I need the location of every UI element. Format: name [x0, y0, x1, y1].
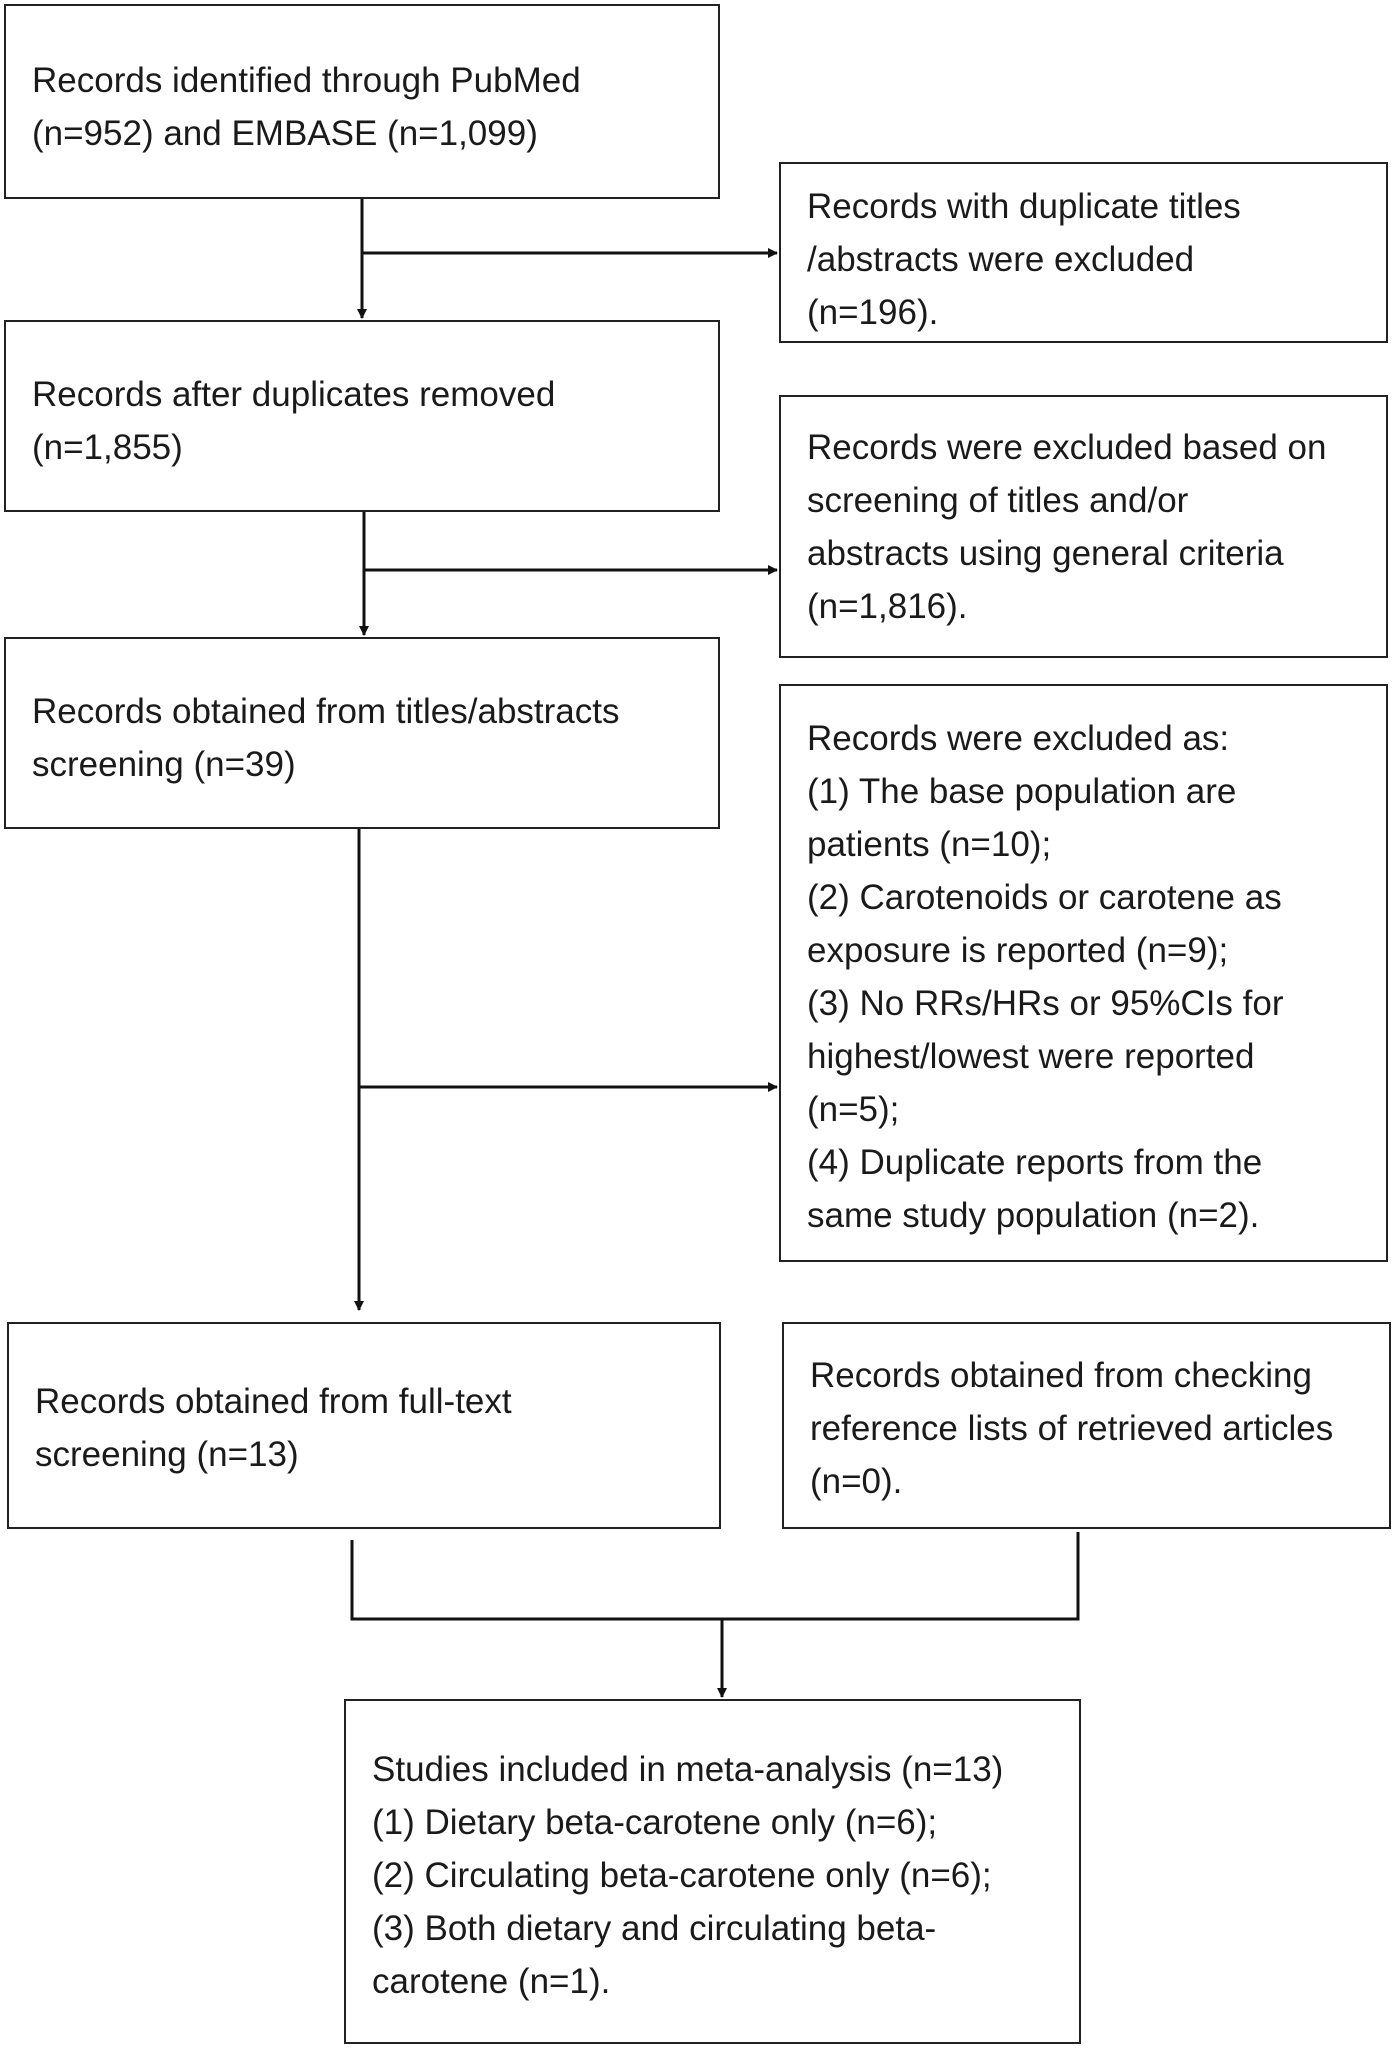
duplicates-excluded-box: Records with duplicate titles /abstracts…	[779, 162, 1388, 343]
included-line-3: (2) Circulating beta-carotene only (n=6)…	[372, 1856, 992, 1895]
identified-line-1: Records identified through PubMed	[32, 61, 581, 100]
fulltext-excluded-line-10: same study population (n=2).	[807, 1196, 1260, 1235]
title-screening-box: Records obtained from titles/abstracts s…	[4, 637, 720, 829]
identified-records-box: Records identified through PubMed (n=952…	[4, 4, 720, 199]
fulltext-excluded-line-5: exposure is reported (n=9);	[807, 931, 1229, 970]
identified-line-2: (n=952) and EMBASE (n=1,099)	[32, 114, 538, 153]
deduplicated-line-1: Records after duplicates removed	[32, 375, 556, 414]
fulltext-excluded-line-3: patients (n=10);	[807, 825, 1052, 864]
merge-bracket	[350, 1532, 1080, 1621]
general-criteria-excluded-box: Records were excluded based on screening…	[779, 395, 1388, 658]
general-criteria-line-3: abstracts using general criteria	[807, 534, 1284, 573]
fulltext-excluded-line-9: (4) Duplicate reports from the	[807, 1143, 1263, 1182]
general-criteria-line-1: Records were excluded based on	[807, 428, 1327, 467]
reference-lists-line-2: reference lists of retrieved articles	[810, 1409, 1334, 1448]
fulltext-excluded-line-6: (3) No RRs/HRs or 95%CIs for	[807, 984, 1284, 1023]
reference-lists-line-1: Records obtained from checking	[810, 1356, 1312, 1395]
duplicates-excluded-line-3: (n=196).	[807, 293, 939, 332]
title-screening-line-2: screening (n=39)	[32, 745, 296, 784]
included-studies-box: Studies included in meta-analysis (n=13)…	[344, 1699, 1081, 2044]
fulltext-excluded-line-2: (1) The base population are	[807, 772, 1237, 811]
fulltext-excluded-line-8: (n=5);	[807, 1090, 900, 1129]
reference-lists-box: Records obtained from checking reference…	[782, 1322, 1391, 1529]
fulltext-screening-line-2: screening (n=13)	[35, 1435, 299, 1474]
fulltext-excluded-box: Records were excluded as: (1) The base p…	[779, 684, 1388, 1262]
included-line-4: (3) Both dietary and circulating beta-	[372, 1909, 937, 1948]
fulltext-excluded-line-7: highest/lowest were reported	[807, 1037, 1255, 1076]
deduplicated-line-2: (n=1,855)	[32, 428, 183, 467]
included-line-2: (1) Dietary beta-carotene only (n=6);	[372, 1803, 938, 1842]
fulltext-screening-box: Records obtained from full-text screenin…	[7, 1322, 721, 1529]
included-line-5: carotene (n=1).	[372, 1962, 611, 2001]
reference-lists-line-3: (n=0).	[810, 1462, 903, 1501]
fulltext-excluded-line-4: (2) Carotenoids or carotene as	[807, 878, 1282, 917]
duplicates-excluded-line-1: Records with duplicate titles	[807, 187, 1241, 226]
deduplicated-records-box: Records after duplicates removed (n=1,85…	[4, 320, 720, 512]
included-line-1: Studies included in meta-analysis (n=13)	[372, 1750, 1004, 1789]
title-screening-line-1: Records obtained from titles/abstracts	[32, 692, 620, 731]
general-criteria-line-2: screening of titles and/or	[807, 481, 1189, 520]
duplicates-excluded-line-2: /abstracts were excluded	[807, 240, 1195, 279]
fulltext-screening-line-1: Records obtained from full-text	[35, 1382, 512, 1421]
fulltext-excluded-line-1: Records were excluded as:	[807, 719, 1230, 758]
general-criteria-line-4: (n=1,816).	[807, 587, 968, 626]
